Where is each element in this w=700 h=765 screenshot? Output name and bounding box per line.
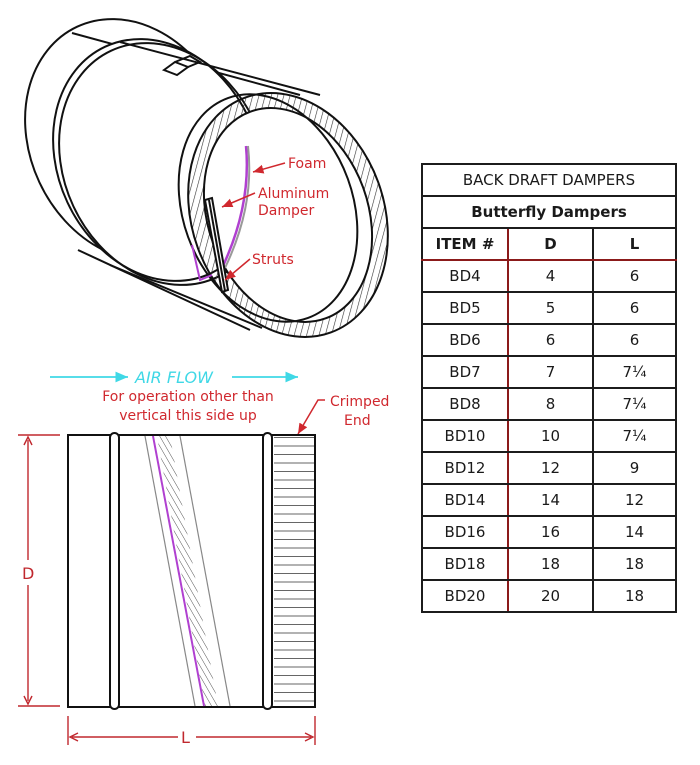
- air-flow-indicator: AIR FLOW: [50, 368, 298, 387]
- d-cell: 14: [507, 483, 594, 517]
- orientation-label-2: vertical this side up: [119, 408, 257, 424]
- isometric-view: [24, 18, 389, 338]
- item-cell: BD7: [421, 355, 509, 389]
- d-cell: 5: [507, 291, 594, 325]
- l-cell: 7¼: [592, 387, 677, 421]
- l-cell: 6: [592, 291, 677, 325]
- aluminum-damper-label-2: Damper: [258, 203, 314, 219]
- column-header-d: D: [507, 227, 594, 261]
- item-cell: BD6: [421, 323, 509, 357]
- foam-label: Foam: [288, 156, 326, 172]
- item-cell: BD4: [421, 259, 509, 293]
- l-cell: 14: [592, 515, 677, 549]
- column-header-item: ITEM #: [421, 227, 509, 261]
- d-cell: 6: [507, 323, 594, 357]
- item-cell: BD18: [421, 547, 509, 581]
- l-cell: 7¼: [592, 355, 677, 389]
- l-cell: 6: [592, 323, 677, 357]
- side-view: [67, 432, 316, 710]
- item-cell: BD20: [421, 579, 509, 613]
- d-cell: 8: [507, 387, 594, 421]
- item-cell: BD8: [421, 387, 509, 421]
- dimension-l-label: L: [181, 728, 190, 747]
- item-cell: BD16: [421, 515, 509, 549]
- d-cell: 16: [507, 515, 594, 549]
- struts-label: Struts: [252, 252, 294, 268]
- item-cell: BD12: [421, 451, 509, 485]
- crimped-label-1: Crimped: [330, 394, 389, 410]
- d-cell: 18: [507, 547, 594, 581]
- crimped-label-2: End: [344, 413, 371, 429]
- l-cell: 9: [592, 451, 677, 485]
- table-subtitle: Butterfly Dampers: [421, 195, 677, 229]
- dimension-d-label: D: [22, 564, 34, 583]
- dimension-d: [18, 434, 60, 707]
- d-cell: 12: [507, 451, 594, 485]
- spec-table: BACK DRAFT DAMPERS Butterfly Dampers ITE…: [421, 163, 677, 613]
- d-cell: 20: [507, 579, 594, 613]
- l-cell: 6: [592, 259, 677, 293]
- l-cell: 18: [592, 547, 677, 581]
- dimension-l: [67, 716, 316, 745]
- l-cell: 7¼: [592, 419, 677, 453]
- air-flow-label: AIR FLOW: [134, 368, 214, 387]
- item-cell: BD14: [421, 483, 509, 517]
- iso-annotations: Foam Aluminum Damper Struts: [221, 156, 329, 281]
- aluminum-damper-label-1: Aluminum: [258, 186, 329, 202]
- l-cell: 12: [592, 483, 677, 517]
- column-header-l: L: [592, 227, 677, 261]
- d-cell: 4: [507, 259, 594, 293]
- l-cell: 18: [592, 579, 677, 613]
- d-cell: 10: [507, 419, 594, 453]
- item-cell: BD5: [421, 291, 509, 325]
- table-title: BACK DRAFT DAMPERS: [421, 163, 677, 197]
- item-cell: BD10: [421, 419, 509, 453]
- d-cell: 7: [507, 355, 594, 389]
- orientation-label-1: For operation other than: [102, 389, 274, 405]
